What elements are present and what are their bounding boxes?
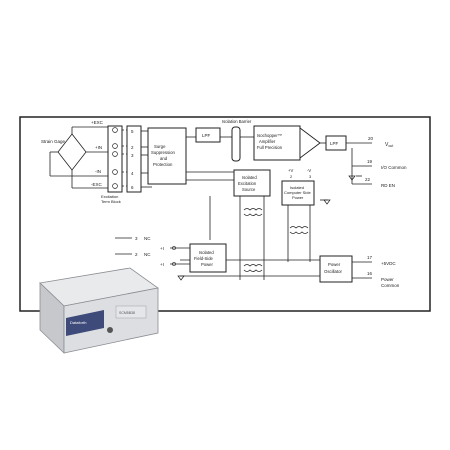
pin-label: 4	[131, 171, 134, 176]
power-out-label-2: Common	[381, 283, 400, 288]
terminal-pins-block	[126, 125, 142, 193]
field-side-power-block	[189, 243, 227, 273]
rd-en-pin: 22	[365, 177, 371, 182]
amplifier-block	[253, 125, 301, 161]
supply-vminus: -V	[307, 168, 311, 173]
lpf-block-1	[195, 127, 221, 143]
fieldside-label-2: Field-Side	[194, 256, 214, 261]
power-out-label: Power	[381, 277, 394, 282]
power-out-label: +5VDC	[381, 261, 396, 266]
term-block-label-2: Term Block	[101, 199, 121, 204]
computer-power-label-3: Power	[292, 195, 304, 200]
power-oscillator-block	[319, 255, 353, 283]
io-common-label: I/O Common	[381, 165, 407, 170]
supply-pin-b: 3	[309, 174, 312, 179]
amplifier-label-1: Isochopper™	[257, 133, 282, 138]
nc-pin: 3	[135, 236, 138, 241]
oscillator-label-2: Oscillator	[324, 269, 342, 274]
strain-gage-bridge	[49, 126, 108, 189]
input-terminal	[172, 262, 176, 266]
oscillator-label-1: Power	[328, 262, 341, 267]
strain-gage-label: Strain Gage	[41, 139, 66, 144]
lpf-2-label: LPF	[330, 141, 339, 146]
vout-label: Vout	[385, 142, 393, 148]
computer-side-power-block	[281, 180, 315, 206]
computer-power-label-2: Computer Side	[284, 190, 311, 195]
excitation-label-3: Source	[242, 187, 256, 192]
excitation-source-block	[233, 169, 271, 197]
minus-in-label: -IN	[95, 169, 101, 174]
isolation-barrier-label: Isolation Barrier	[222, 119, 252, 124]
input-terminal	[172, 246, 176, 250]
pin-label: 5	[131, 129, 134, 134]
pin-label: 2	[131, 145, 134, 150]
plus-in-label: +IN	[95, 145, 102, 150]
term-block-label-1: Excitation	[101, 194, 118, 199]
surge-label-2: Suppression	[151, 150, 175, 155]
module-screw	[107, 327, 113, 333]
io-common-pin: 19	[367, 159, 373, 164]
surge-label-3: and	[160, 156, 168, 161]
field-input-label: +I	[160, 262, 164, 267]
ground-symbol	[177, 275, 185, 281]
nc-label: NC	[144, 236, 151, 241]
field-input-label: +I	[160, 246, 164, 251]
computer-power-label-1: Isolated	[290, 185, 304, 190]
vout-pin: 20	[368, 136, 374, 141]
pin-label: 6	[131, 185, 134, 190]
fieldside-label-3: Power	[201, 262, 213, 267]
exc-pos-label: +EXC	[91, 120, 104, 125]
surge-label: Surge	[154, 144, 166, 149]
ground-symbol	[323, 199, 331, 205]
excitation-label-1: Isolated	[242, 175, 257, 180]
transformer-coils	[243, 208, 309, 272]
excitation-label-2: Excitation	[238, 181, 257, 186]
terminal-block	[107, 125, 123, 193]
nc-label: NC	[144, 252, 151, 257]
surge-label-4: Protection	[153, 162, 173, 167]
amplifier-label-3: Full Precision	[257, 145, 283, 150]
rd-en-label: RD EN	[381, 183, 395, 188]
amplifier-label-2: Amplifier	[259, 139, 276, 144]
power-out-pin: 16	[367, 271, 373, 276]
supply-pin-a: 2	[290, 174, 293, 179]
fieldside-label-1: Isolated	[199, 250, 214, 255]
power-out-pin: 17	[367, 255, 373, 260]
pin-label: 3	[131, 153, 134, 158]
supply-vplus: +V	[288, 168, 293, 173]
surge-suppression-block	[147, 127, 187, 185]
module-label: SCM5B38	[119, 311, 135, 315]
module-product-image: Dataforth SCM5B38	[39, 267, 159, 354]
isolation-barrier-transformer	[231, 126, 241, 162]
lpf-1-label: LPF	[202, 133, 211, 138]
nc-pin: 2	[135, 252, 138, 257]
amplifier-triangle	[299, 127, 321, 159]
exc-neg-label: -EXC	[91, 182, 103, 187]
module-logo: Dataforth	[70, 320, 86, 325]
